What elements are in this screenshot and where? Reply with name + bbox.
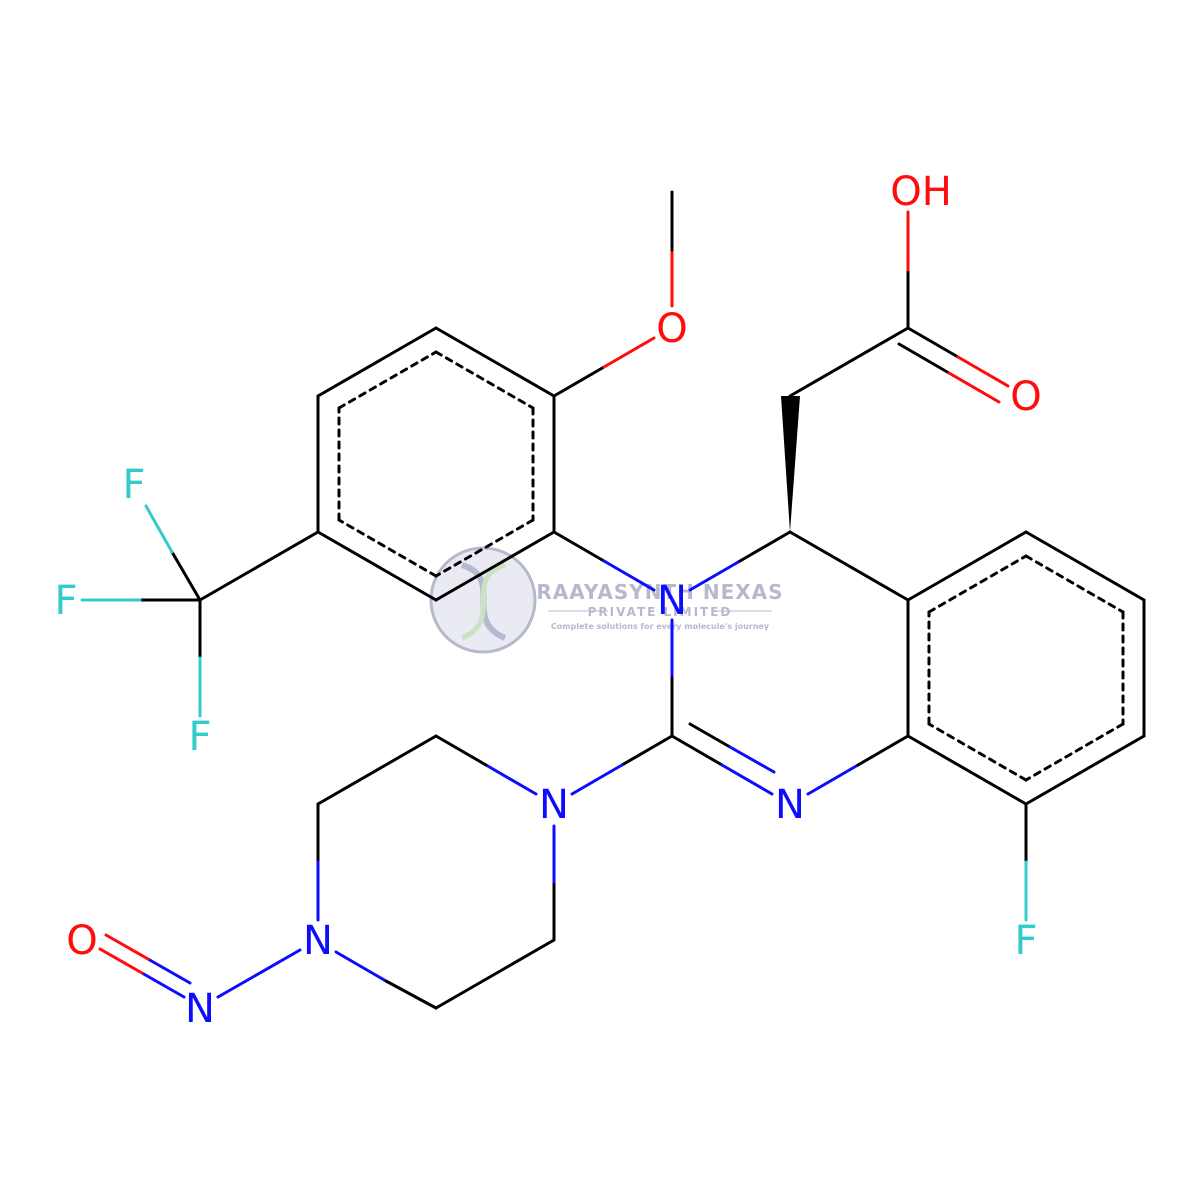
bond <box>216 948 302 999</box>
bond <box>728 745 776 774</box>
stereo-wedge-bond <box>781 396 800 532</box>
bond <box>720 763 774 796</box>
bond <box>1024 734 1146 806</box>
bond <box>316 326 438 398</box>
watermark-title: RAAYASYNTH NEXAS <box>536 580 783 604</box>
atom-label-n1: N <box>657 578 687 624</box>
atom-label-n3: N <box>775 782 805 828</box>
bond <box>947 371 1001 404</box>
bond <box>906 734 1028 806</box>
bonds <box>80 190 1146 1010</box>
bond <box>552 365 606 398</box>
bond <box>146 957 192 985</box>
watermark: RAAYASYNTH NEXAS PRIVATE LIMITED Complet… <box>429 546 783 654</box>
bond <box>856 734 910 767</box>
bond <box>484 763 538 796</box>
bond <box>198 530 320 602</box>
bond <box>602 336 656 369</box>
atom-label-f-left: F <box>54 578 77 624</box>
bond <box>1024 530 1146 602</box>
bond <box>434 734 488 767</box>
bond <box>788 530 910 602</box>
bond <box>897 342 951 375</box>
bond <box>170 550 202 602</box>
bond <box>602 559 656 592</box>
atom-labels: OH O O N N N N N O F F F F <box>54 169 1041 1032</box>
atom-label-f-aryl: F <box>1014 918 1037 964</box>
bond <box>806 763 860 796</box>
bond <box>688 722 732 749</box>
bond <box>434 326 556 398</box>
atom-label-piperazine-n4: N <box>303 918 333 964</box>
bond <box>98 947 144 975</box>
watermark-subtitle: PRIVATE LIMITED <box>588 605 733 619</box>
bond <box>738 530 792 563</box>
aromatic-bonds <box>337 350 535 578</box>
bond <box>788 326 910 398</box>
bond <box>570 763 624 796</box>
atom-label-nitroso-o: O <box>66 918 97 964</box>
bond <box>552 530 606 563</box>
bond <box>434 530 556 602</box>
atom-label-carbonyl-o: O <box>1010 374 1041 420</box>
bond <box>316 734 438 806</box>
atom-label-f-bottom: F <box>188 714 211 760</box>
bond <box>688 559 742 592</box>
bond <box>144 504 174 554</box>
bond <box>956 355 1010 388</box>
aromatic-bonds <box>927 554 1125 782</box>
bond <box>104 933 150 961</box>
atom-label-piperazine-n1: N <box>539 782 569 828</box>
bond <box>334 950 388 983</box>
watermark-tagline: Complete solutions for every molecule's … <box>551 622 770 631</box>
bond <box>620 734 674 767</box>
atom-label-methoxy-o: O <box>656 306 687 352</box>
bond <box>906 326 960 359</box>
atom-label-oh: OH <box>890 169 952 215</box>
bond <box>140 971 186 999</box>
atom-label-nitroso-n: N <box>185 986 215 1032</box>
atom-label-f-top: F <box>122 462 145 508</box>
bond <box>384 979 438 1010</box>
bond <box>670 734 724 767</box>
bond <box>906 530 1028 602</box>
bond <box>434 938 556 1010</box>
bond <box>316 530 438 602</box>
